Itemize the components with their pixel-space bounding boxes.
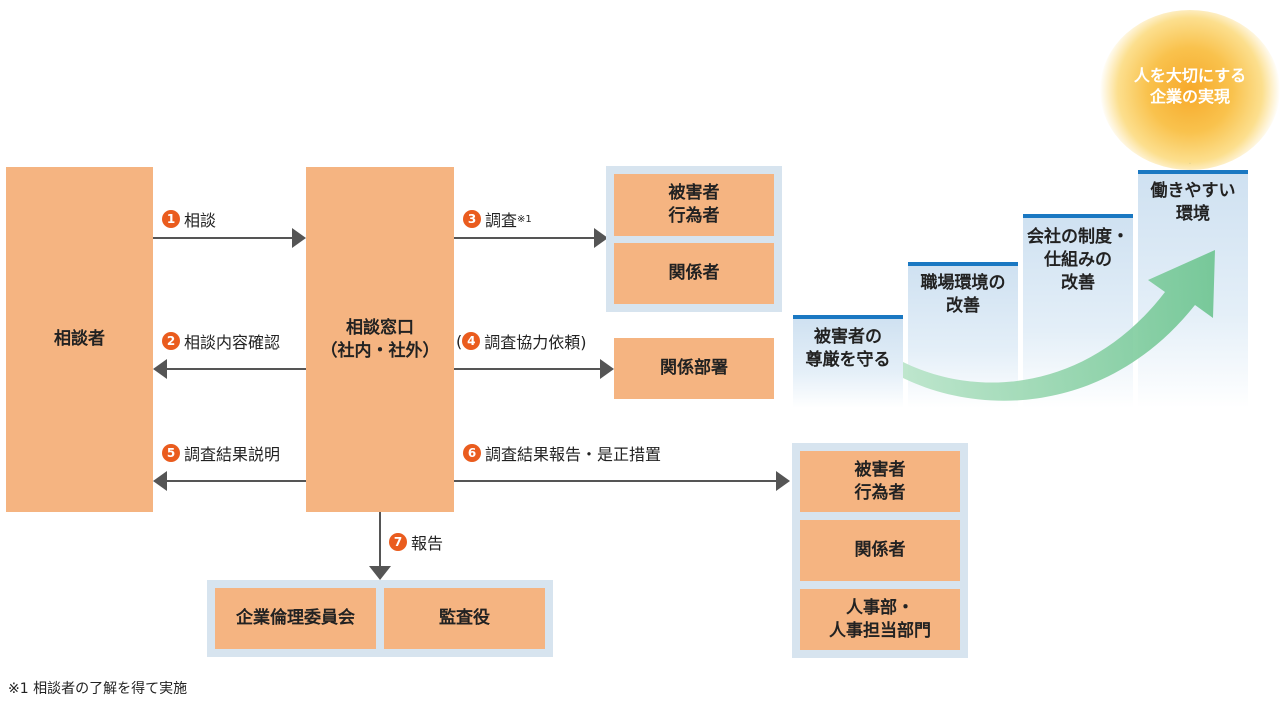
staircase-step-1: 被害者の 尊厳を守る xyxy=(805,327,891,370)
footnote: ※1 相談者の了解を得て実施 xyxy=(8,681,188,697)
step-1-label: 1 相談 xyxy=(162,207,216,231)
ethics-committee-box: 企業倫理委員会 xyxy=(215,588,376,649)
step-1-badge: 1 xyxy=(162,210,180,228)
staircase-step-2: 職場環境の 改善 xyxy=(920,273,1006,316)
step-4-label: ( 4 調査協力依頼) xyxy=(456,329,587,353)
step-7-badge: 7 xyxy=(389,533,407,551)
arrowhead-explain xyxy=(153,471,167,491)
arrowhead-confirm xyxy=(153,359,167,379)
step-5-label: 5 調査結果説明 xyxy=(162,441,280,465)
step-3-text: 調査 xyxy=(485,211,518,230)
step-2-text: 相談内容確認 xyxy=(184,333,281,352)
step-4-badge: 4 xyxy=(462,332,481,350)
step-6-label: 6 調査結果報告・是正措置 xyxy=(463,441,661,465)
step-2-label: 2 相談内容確認 xyxy=(162,329,280,353)
staircase-step-3: 会社の制度・ 仕組みの 改善 xyxy=(1027,227,1129,293)
arrowhead-report xyxy=(369,566,391,580)
goal-text: 人を大切にする 企業の実現 xyxy=(1133,66,1247,106)
step-5-text: 調査結果説明 xyxy=(184,445,281,464)
report-victim-perpetrator: 被害者 行為者 xyxy=(800,451,960,512)
staircase-step-4: 働きやすい 環境 xyxy=(1150,181,1236,224)
consultant-box: 相談者 xyxy=(6,167,153,512)
staircase-column-1 xyxy=(793,318,903,408)
step-6-badge: 6 xyxy=(463,444,481,462)
audit-box: 監査役 xyxy=(384,588,545,649)
step-3-footnote-mark: ※1 xyxy=(517,213,532,225)
report-related: 関係者 xyxy=(800,520,960,581)
arrowhead-report-result xyxy=(776,471,790,491)
arrowhead-consult xyxy=(292,228,306,248)
step-1-text: 相談 xyxy=(184,211,217,230)
consultation-window-box: 相談窓口 （社内・社外） xyxy=(306,167,454,512)
arrowhead-cooperation xyxy=(600,359,614,379)
staircase-bar-1 xyxy=(793,315,903,319)
step-7-label: 7 報告 xyxy=(389,530,443,554)
step-5-badge: 5 xyxy=(162,444,180,462)
investigation-victim-perpetrator: 被害者 行為者 xyxy=(614,174,774,236)
report-hr: 人事部・ 人事担当部門 xyxy=(800,589,960,650)
step-4-prefix: ( xyxy=(456,331,463,351)
step-3-label: 3 調査 ※1 xyxy=(463,207,532,231)
step-2-badge: 2 xyxy=(162,332,180,350)
staircase-bar-2 xyxy=(908,262,1018,266)
related-department-box: 関係部署 xyxy=(614,338,774,399)
step-3-badge: 3 xyxy=(463,210,481,228)
investigation-related: 関係者 xyxy=(614,243,774,304)
step-6-text: 調査結果報告・是正措置 xyxy=(485,445,662,464)
step-7-text: 報告 xyxy=(411,534,444,553)
staircase-bar-3 xyxy=(1023,214,1133,218)
step-4-text: 調査協力依頼) xyxy=(484,333,587,352)
staircase-bar-4 xyxy=(1138,170,1248,174)
goal-glow xyxy=(1100,10,1280,170)
